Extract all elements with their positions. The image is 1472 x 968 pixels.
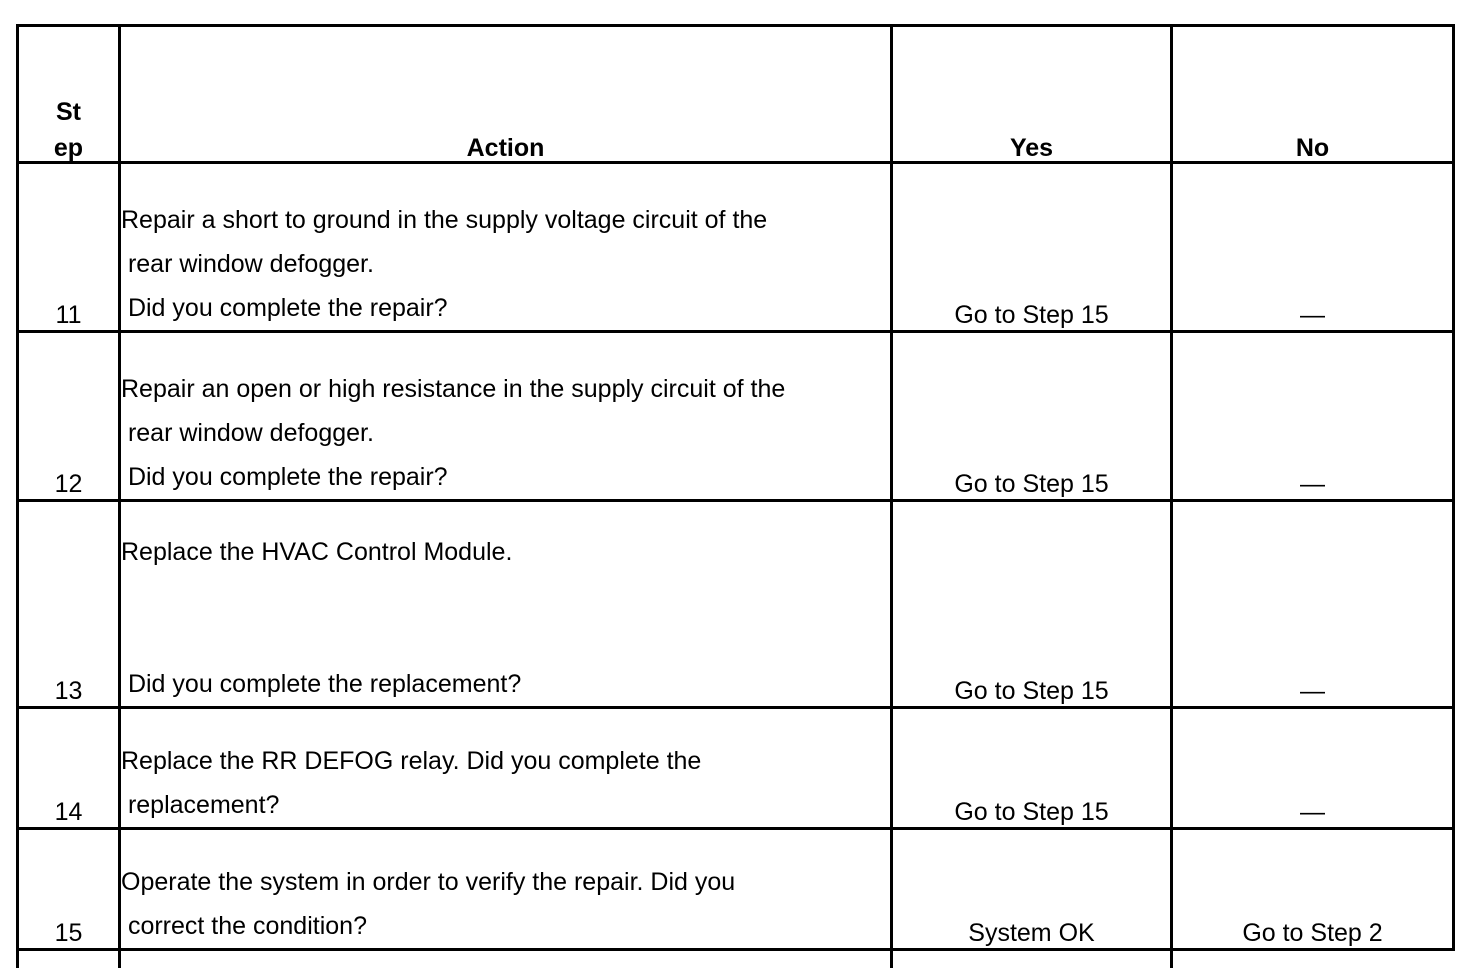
table-row: 11 Repair a short to ground in the suppl…	[16, 161, 1455, 333]
column-header-yes: Yes	[890, 24, 1173, 164]
step-number: 13	[16, 499, 121, 709]
action-blank-gap	[121, 574, 890, 662]
yes-branch: System OK	[890, 827, 1173, 951]
action-line: Replace the HVAC Control Module.	[121, 538, 513, 566]
yes-branch: Go to Step 15	[890, 330, 1173, 502]
table-header-row: St ep Action Yes No	[16, 24, 1455, 164]
step-number: 15	[16, 827, 121, 951]
action-line: Did you complete the replacement?	[121, 670, 522, 698]
column-header-step: St ep	[16, 24, 121, 164]
no-branch: —	[1170, 330, 1455, 502]
column-header-action: Action	[118, 24, 893, 164]
step-number: 11	[16, 161, 121, 333]
action-line: Did you complete the repair?	[121, 463, 448, 491]
table-row: 14 Replace the RR DEFOG relay. Did you c…	[16, 706, 1455, 830]
column-header-step-line2: ep	[53, 134, 84, 162]
table-row: 13 Replace the HVAC Control Module. Did …	[16, 499, 1455, 709]
action-line: Repair a short to ground in the supply v…	[121, 206, 768, 234]
table-row: 15 Operate the system in order to verify…	[16, 827, 1455, 951]
yes-branch: Go to Step 15	[890, 499, 1173, 709]
column-header-step-line1: St	[56, 98, 81, 126]
table-divider-stub-no	[1170, 940, 1173, 968]
yes-branch: Go to Step 15	[890, 161, 1173, 333]
action-line: Repair an open or high resistance in the…	[121, 375, 786, 403]
action-line: rear window defogger.	[121, 419, 374, 447]
action-text: Replace the RR DEFOG relay. Did you comp…	[118, 706, 893, 830]
table-divider-stub-step	[118, 940, 121, 968]
table-row: 12 Repair an open or high resistance in …	[16, 330, 1455, 502]
no-branch: —	[1170, 706, 1455, 830]
no-branch: Go to Step 2	[1170, 827, 1455, 951]
action-text: Repair a short to ground in the supply v…	[118, 161, 893, 333]
table-divider-stub-left	[16, 940, 19, 968]
yes-branch: Go to Step 15	[890, 706, 1173, 830]
action-line: rear window defogger.	[121, 250, 374, 278]
step-number: 14	[16, 706, 121, 830]
column-header-no: No	[1170, 24, 1455, 164]
step-number: 12	[16, 330, 121, 502]
action-line: correct the condition?	[121, 912, 367, 940]
action-line: replacement?	[121, 791, 280, 819]
diagnostic-step-table: St ep Action Yes No 11 Repair a short to…	[16, 24, 1455, 951]
action-text: Repair an open or high resistance in the…	[118, 330, 893, 502]
action-line: Replace the RR DEFOG relay. Did you comp…	[121, 747, 702, 775]
action-line: Did you complete the repair?	[121, 294, 448, 322]
action-text: Operate the system in order to verify th…	[118, 827, 893, 951]
action-line: Operate the system in order to verify th…	[121, 868, 736, 896]
no-branch: —	[1170, 499, 1455, 709]
action-text: Replace the HVAC Control Module. Did you…	[118, 499, 893, 709]
no-branch: —	[1170, 161, 1455, 333]
table-divider-stub-yes	[890, 940, 893, 968]
